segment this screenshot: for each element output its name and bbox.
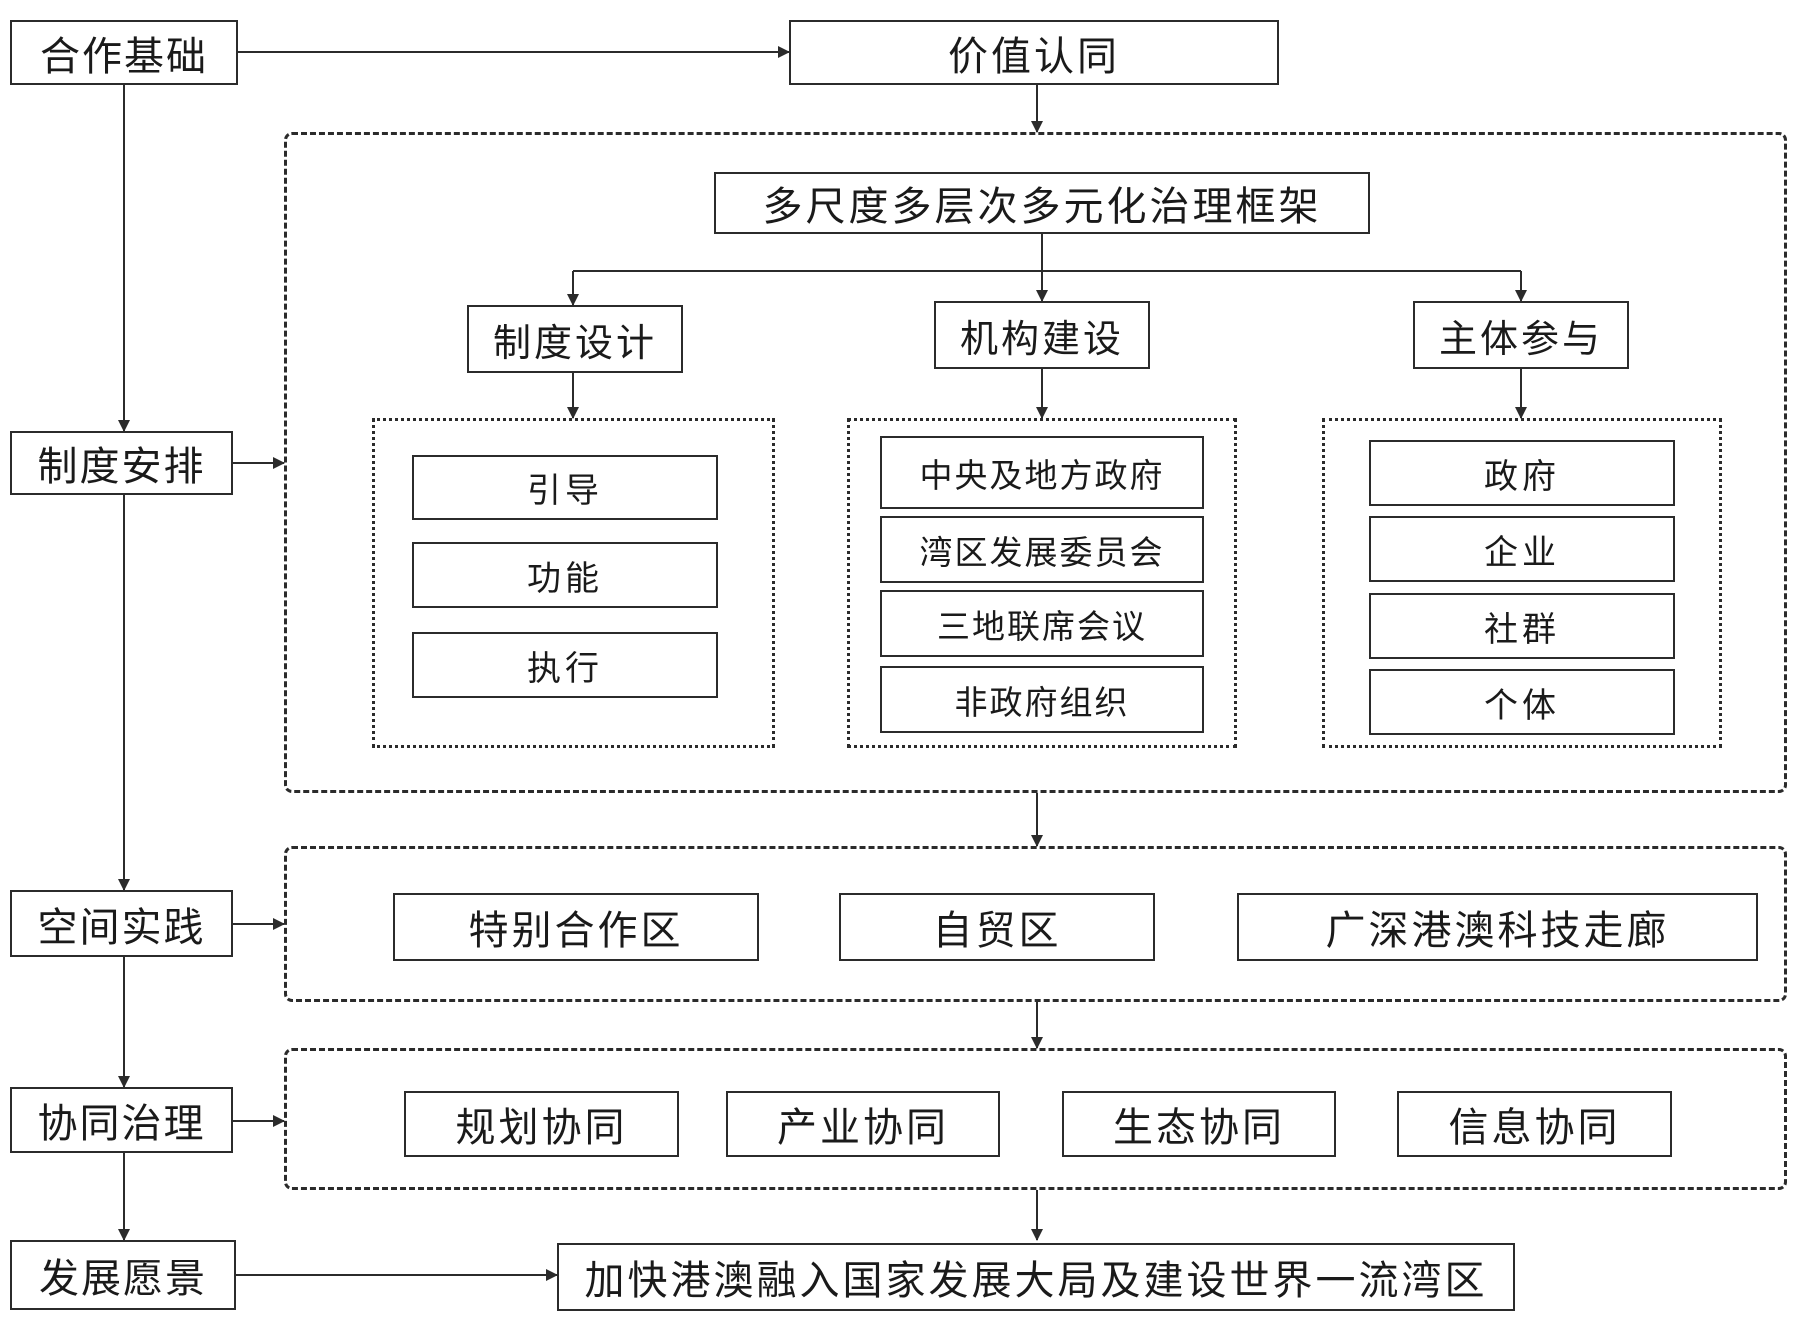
branch-organization-building: 机构建设 xyxy=(934,301,1150,369)
institution-item: 引导 xyxy=(412,455,718,520)
branch-institution-design: 制度设计 xyxy=(467,305,683,373)
framework-group xyxy=(284,132,1787,793)
value-identity-node: 价值认同 xyxy=(789,20,1279,85)
vision-goal-node: 加快港澳融入国家发展大局及建设世界一流湾区 xyxy=(557,1243,1515,1311)
organization-item: 非政府组织 xyxy=(880,666,1204,733)
organization-item: 中央及地方政府 xyxy=(880,436,1204,509)
participation-items-group xyxy=(1322,418,1722,748)
institution-item: 执行 xyxy=(412,632,718,698)
organization-items-group xyxy=(847,418,1237,748)
governance-group xyxy=(284,1048,1787,1190)
collaborative-governance-node: 协同治理 xyxy=(10,1087,233,1153)
organization-item: 湾区发展委员会 xyxy=(880,516,1204,583)
development-vision-node: 发展愿景 xyxy=(10,1240,236,1310)
participation-item: 政府 xyxy=(1369,440,1675,506)
framework-title-node: 多尺度多层次多元化治理框架 xyxy=(714,172,1370,234)
branch-stakeholder-participation: 主体参与 xyxy=(1413,301,1629,369)
spatial-practice-node: 空间实践 xyxy=(10,890,233,957)
participation-item: 企业 xyxy=(1369,516,1675,582)
governance-item: 生态协同 xyxy=(1062,1091,1336,1157)
institution-items-group xyxy=(372,418,775,748)
spatial-practice-group xyxy=(284,846,1787,1002)
institutional-arrangement-node: 制度安排 xyxy=(10,431,233,495)
foundation-node: 合作基础 xyxy=(10,20,238,85)
governance-item: 规划协同 xyxy=(404,1091,679,1157)
participation-item: 个体 xyxy=(1369,669,1675,735)
institution-item: 功能 xyxy=(412,542,718,608)
spatial-item: 广深港澳科技走廊 xyxy=(1237,893,1758,961)
governance-item: 产业协同 xyxy=(726,1091,1000,1157)
organization-item: 三地联席会议 xyxy=(880,590,1204,657)
spatial-item: 自贸区 xyxy=(839,893,1155,961)
participation-item: 社群 xyxy=(1369,593,1675,659)
governance-item: 信息协同 xyxy=(1397,1091,1672,1157)
spatial-item: 特别合作区 xyxy=(393,893,759,961)
